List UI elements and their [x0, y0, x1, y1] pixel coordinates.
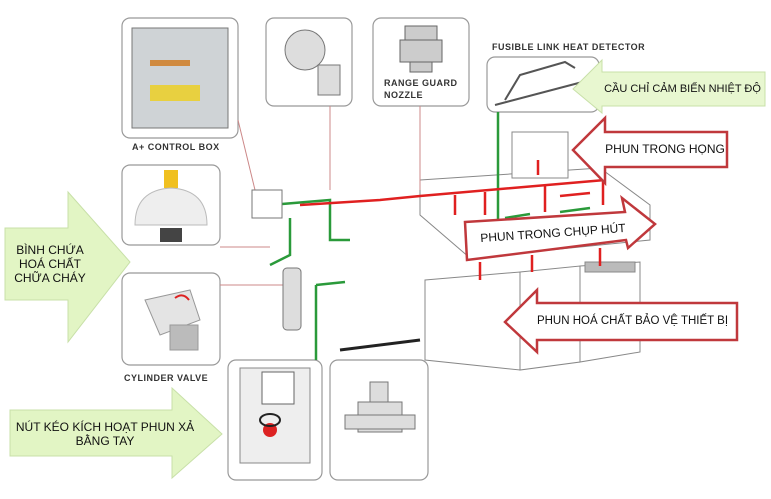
pull-station-callout-line-2: BẰNG TAY — [75, 434, 135, 448]
cylinder-image — [134, 170, 208, 242]
hood-spray-arrow — [463, 194, 657, 262]
pull-station-image — [239, 367, 311, 464]
detection-line — [269, 112, 591, 360]
control-box-image — [131, 27, 229, 129]
duct-spray-callout: PHUN TRONG HỌNG — [605, 142, 725, 156]
range-guard-label-1: RANGE GUARD — [384, 78, 458, 88]
agent-piping — [299, 160, 606, 280]
control-box-label: A+ CONTROL BOX — [132, 142, 220, 152]
cylinder-callout-line-1: BÌNH CHỨA — [16, 243, 84, 257]
cylinder-callout: BÌNH CHỨA HOÁ CHẤT CHỮA CHÁY — [5, 243, 95, 285]
fusible-link-label: FUSIBLE LINK HEAT DETECTOR — [492, 42, 646, 52]
nozzle-image — [284, 29, 341, 96]
pull-station-callout-line-1: NÚT KÉO KÍCH HOẠT PHUN XẢ — [15, 420, 195, 434]
cartridge — [282, 267, 302, 331]
pull-cable — [339, 338, 421, 352]
pull-station-callout-arrow — [9, 386, 223, 480]
appliance-spray-arrow — [503, 286, 739, 355]
fusible-link-image — [494, 60, 591, 106]
range-guard-image — [399, 25, 443, 73]
appliance-spray-callout: PHUN HOÁ CHẤT BẢO VỆ THIẾT BỊ — [536, 315, 729, 327]
duct-spray-arrow — [571, 114, 729, 187]
pull-station-callout: NÚT KÉO KÍCH HOẠT PHUN XẢ BẰNG TAY — [10, 420, 200, 448]
cylinder-valve-label: CYLINDER VALVE — [124, 373, 209, 383]
control-unit — [251, 189, 283, 219]
cylinder-valve-image — [144, 289, 201, 351]
gas-valve-image — [344, 381, 416, 433]
cylinder-callout-line-3: CHỮA CHÁY — [14, 271, 86, 285]
cylinder-callout-line-2: HOÁ CHẤT — [18, 257, 81, 271]
range-guard-label-2: NOZZLE — [384, 90, 423, 100]
fusible-callout-arrow — [572, 58, 766, 115]
fusible-sensor-callout: CẦU CHỈ CẢM BIẾN NHIỆT ĐỘ — [604, 83, 761, 95]
cylinder-callout-arrow — [4, 190, 131, 344]
